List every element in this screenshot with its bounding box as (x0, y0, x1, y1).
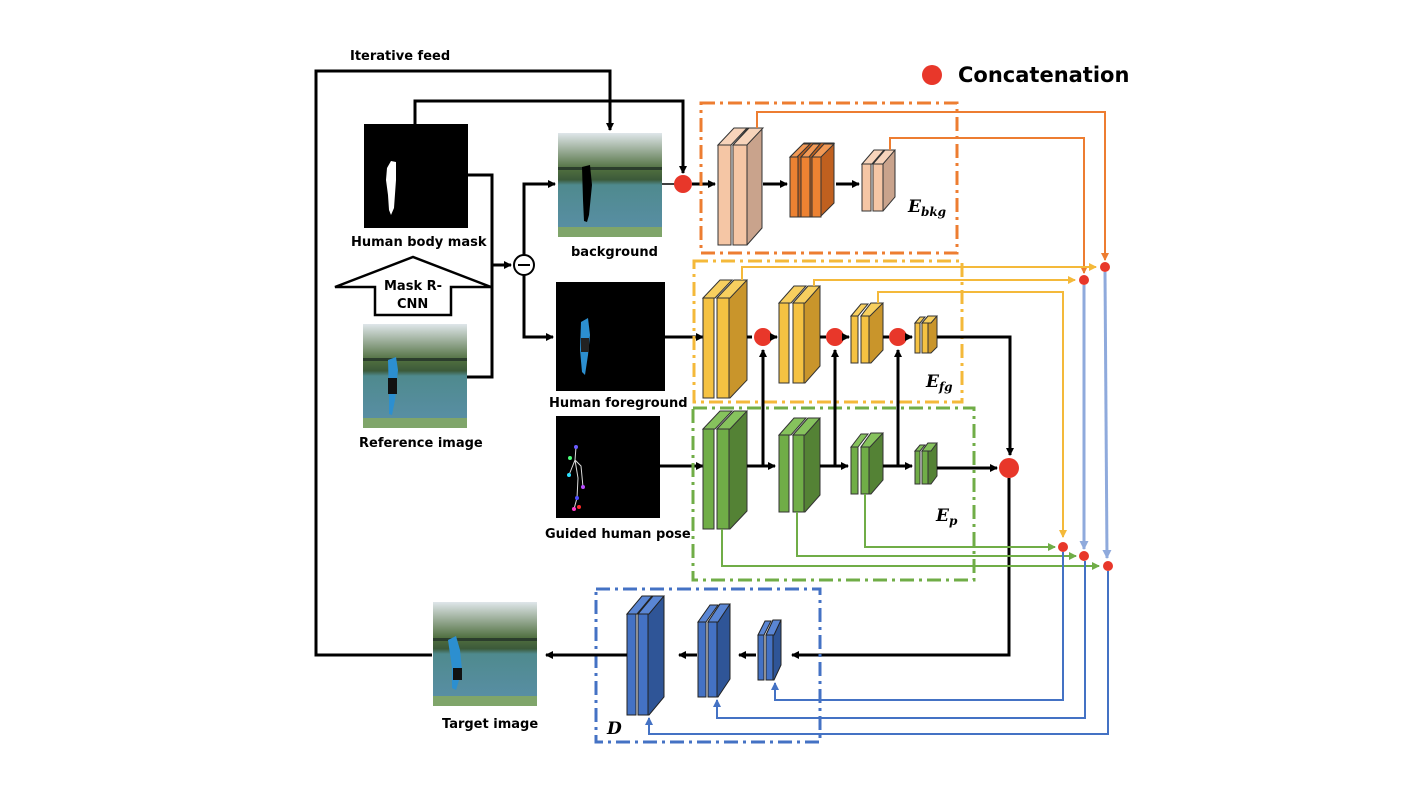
concat-node-skip-2 (1079, 275, 1089, 285)
d-block-1 (625, 595, 666, 716)
mask-rcnn-label-2: CNN (397, 297, 428, 312)
legend-label: Concatenation (958, 63, 1129, 87)
e-bkg-dashed-box (699, 101, 959, 255)
guided-human-pose-image: Guided human pose (545, 416, 691, 542)
module-e-bkg: Ebkg (699, 101, 959, 255)
guided-human-pose-label: Guided human pose (545, 527, 691, 542)
skip-descenders (1079, 271, 1112, 559)
decoder-skip-inputs (645, 552, 1109, 735)
human-foreground-label: Human foreground (549, 396, 688, 411)
e-p-block-3 (849, 432, 885, 495)
human-foreground-image: Human foreground (549, 282, 688, 411)
e-p-block-4 (913, 442, 938, 485)
e-bkg-block-3 (860, 149, 897, 212)
human-body-mask-label: Human body mask (351, 235, 487, 250)
d-block-2 (697, 603, 731, 698)
reference-image-label: Reference image (359, 436, 483, 451)
e-p-block-1 (701, 410, 749, 530)
module-d: D (594, 587, 822, 744)
e-bkg-block-1 (716, 127, 765, 246)
e-bkg-label: Ebkg (907, 197, 946, 219)
reference-image: Reference image (359, 324, 483, 451)
concat-node-final (999, 458, 1019, 478)
subtraction-connections (467, 173, 512, 379)
legend: Concatenation (922, 63, 1129, 87)
e-p-label: Ep (935, 506, 958, 528)
skip-connections-pose (721, 494, 1100, 570)
pose-to-fg-arrows (759, 349, 902, 466)
background-label: background (571, 245, 658, 260)
mask-rcnn-label-1: Mask R- (384, 279, 442, 294)
e-fg-block-2 (777, 285, 822, 384)
mask-rcnn-block: Mask R- CNN (334, 255, 492, 317)
concat-node-fg-3 (889, 328, 907, 346)
target-image: Target image (433, 602, 538, 732)
skip-connections-bkg (756, 111, 1109, 274)
e-fg-block-3 (849, 302, 885, 364)
concat-node-skip-4 (1079, 551, 1089, 561)
concat-node-fg-2 (826, 328, 844, 346)
target-image-label: Target image (442, 717, 538, 732)
background-image: background (558, 133, 662, 260)
legend-concat-marker (922, 65, 942, 85)
iterative-feed-loop: Iterative feed (314, 49, 687, 657)
concat-node-skip-5 (1103, 561, 1113, 571)
e-p-block-2 (777, 417, 822, 513)
e-fg-dashed-box (692, 259, 964, 404)
d-block-3 (757, 619, 782, 681)
d-label: D (606, 719, 622, 739)
e-bkg-block-2 (788, 142, 836, 218)
subtraction-outputs (522, 180, 556, 341)
e-fg-block-1 (701, 279, 749, 399)
concat-node-input (674, 175, 692, 193)
e-fg-label: Efg (925, 372, 953, 394)
iterative-feed-label: Iterative feed (350, 49, 450, 64)
module-e-fg: Efg (692, 259, 964, 404)
concat-node-skip-1 (1100, 262, 1110, 272)
subtraction-operator (513, 254, 535, 276)
human-body-mask-image: Human body mask (351, 124, 487, 250)
concat-node-fg-1 (754, 328, 772, 346)
skip-connections-fg (741, 263, 1097, 538)
e-fg-block-4 (913, 315, 939, 354)
d-dashed-box (594, 587, 822, 744)
concat-node-skip-3 (1058, 542, 1068, 552)
